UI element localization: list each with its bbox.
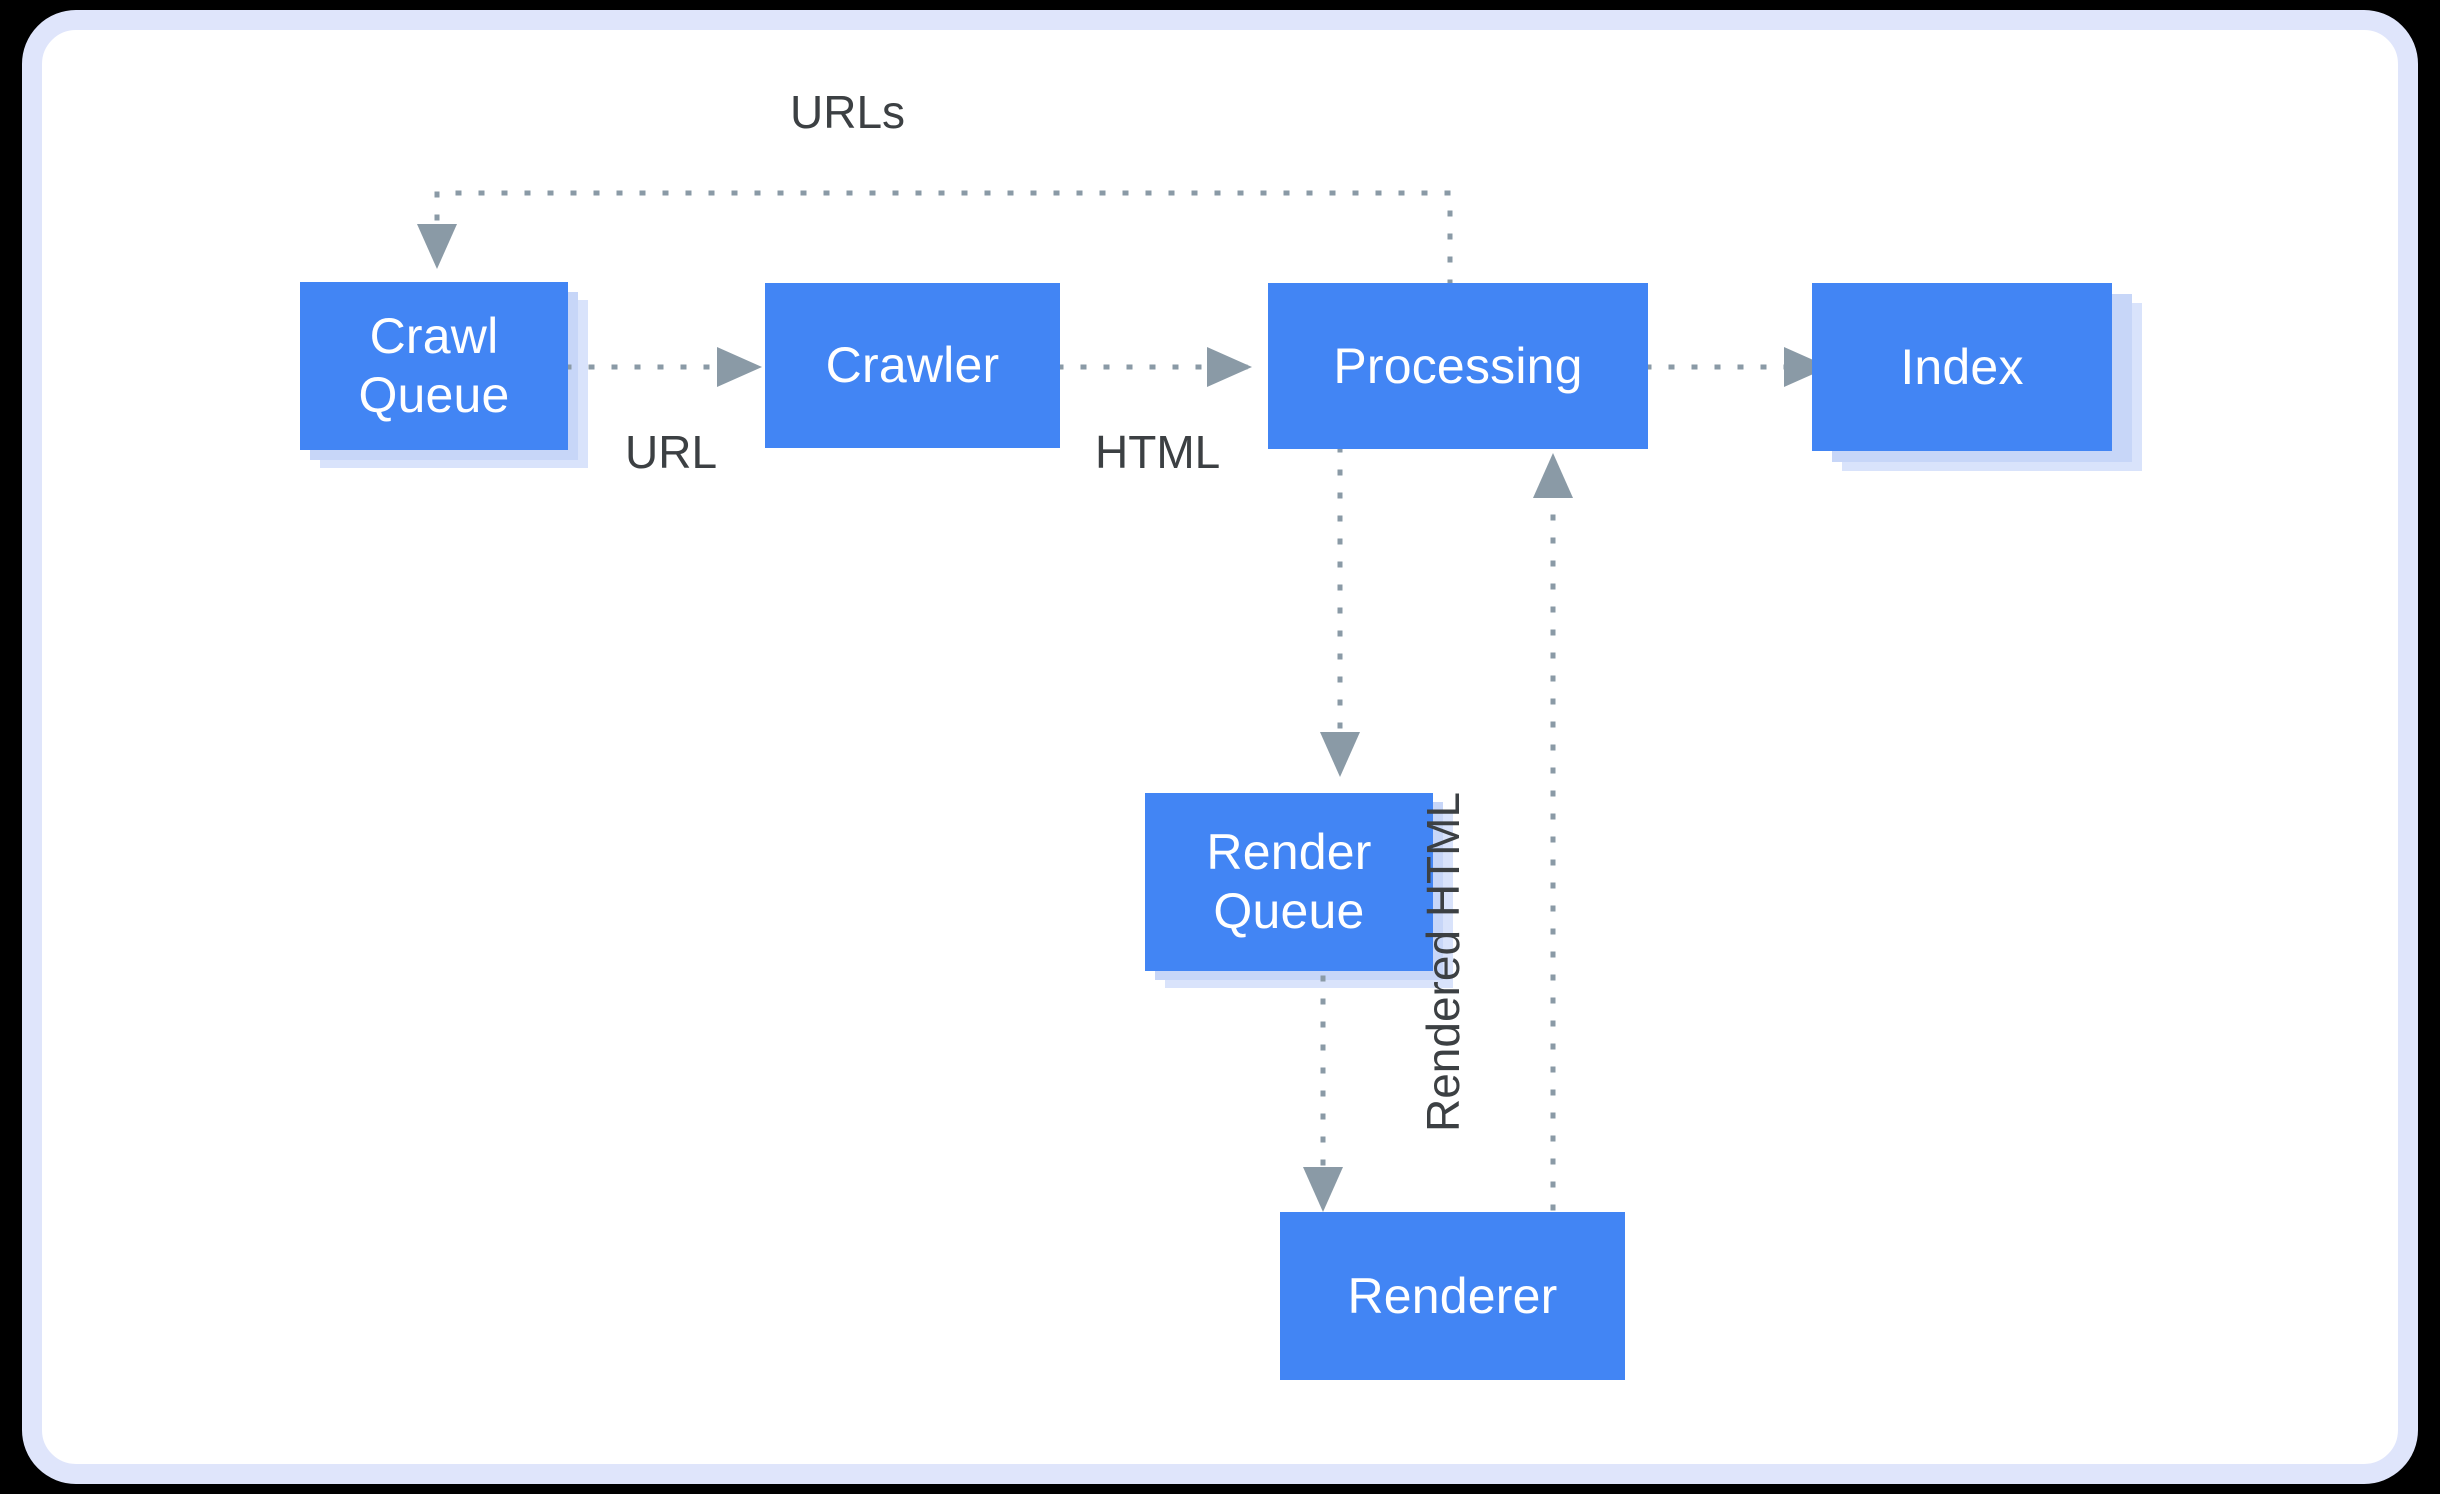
node-processing[interactable]: Processing [1268, 283, 1648, 449]
node-index[interactable]: Index [1812, 283, 2112, 451]
node-renderer[interactable]: Renderer [1280, 1212, 1625, 1380]
node-renderer-label: Renderer [1347, 1267, 1558, 1324]
node-render-queue[interactable]: Render Queue [1145, 793, 1433, 971]
node-crawl-queue[interactable]: Crawl Queue [300, 282, 568, 450]
edge-urls [417, 190, 1453, 286]
node-crawler-label: Crawler [825, 337, 1000, 393]
node-processing-label: Processing [1333, 337, 1583, 394]
node-crawler[interactable]: Crawler [765, 283, 1060, 448]
edge-label-url: URL [625, 426, 718, 478]
node-index-label: Index [1900, 338, 2024, 395]
node-crawl-queue-label: Crawl Queue [358, 308, 510, 423]
edge-label-html: HTML [1095, 426, 1221, 478]
edge-label-urls: URLs [790, 86, 906, 138]
node-render-queue-label: Render Queue [1206, 824, 1372, 939]
edge-label-rendered-html: Rendered HTML [1417, 791, 1469, 1132]
